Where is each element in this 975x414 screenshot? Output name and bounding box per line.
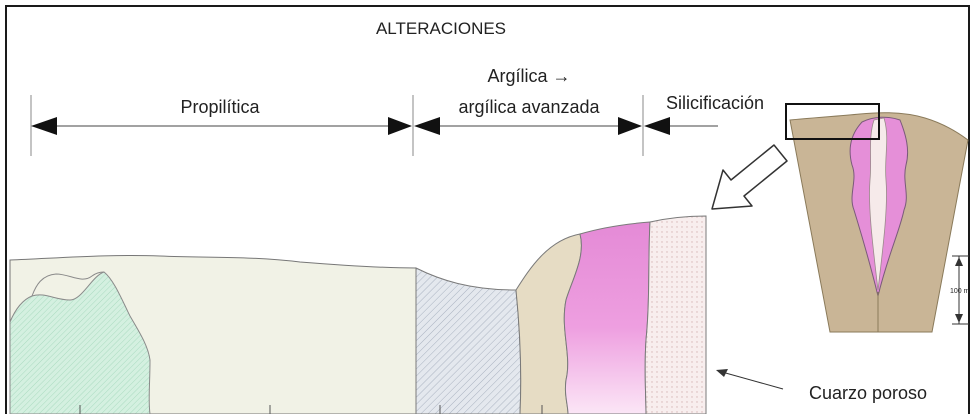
zoom-box	[785, 103, 880, 140]
vein-silica-core	[869, 117, 888, 291]
hollow-arrow-icon	[711, 144, 788, 210]
arrowhead-icon	[955, 314, 963, 323]
silica-zone	[644, 215, 707, 414]
callout-label: Cuarzo poroso	[809, 383, 927, 403]
zone-label-argilica-line1: Argílica →	[487, 66, 570, 86]
arrowhead-icon	[618, 117, 642, 135]
argillic-zone	[415, 267, 522, 414]
zone-label-propilitica: Propilítica	[180, 97, 260, 117]
arrowhead-icon	[31, 117, 57, 135]
arrowhead-icon	[716, 369, 728, 377]
dimension-line-silicificacion	[644, 117, 718, 135]
scale-label: 100 m	[950, 288, 970, 295]
dimension-line-argilica	[414, 117, 642, 135]
chlorite-cap	[31, 271, 105, 297]
arrowhead-icon	[955, 257, 963, 266]
dimension-line-propilitica	[31, 117, 412, 135]
arrowhead-icon	[644, 117, 670, 135]
arrowhead-icon	[414, 117, 440, 135]
zone-label-argilica-line2: argílica avanzada	[458, 97, 600, 117]
zone-label-silicificacion: Silicificación	[666, 93, 764, 113]
vein-profile: 100 m	[785, 103, 970, 333]
cross-section	[9, 215, 707, 414]
arrowhead-icon	[388, 117, 412, 135]
callout-pointer	[721, 371, 784, 390]
diagram-title: ALTERACIONES	[376, 19, 506, 38]
